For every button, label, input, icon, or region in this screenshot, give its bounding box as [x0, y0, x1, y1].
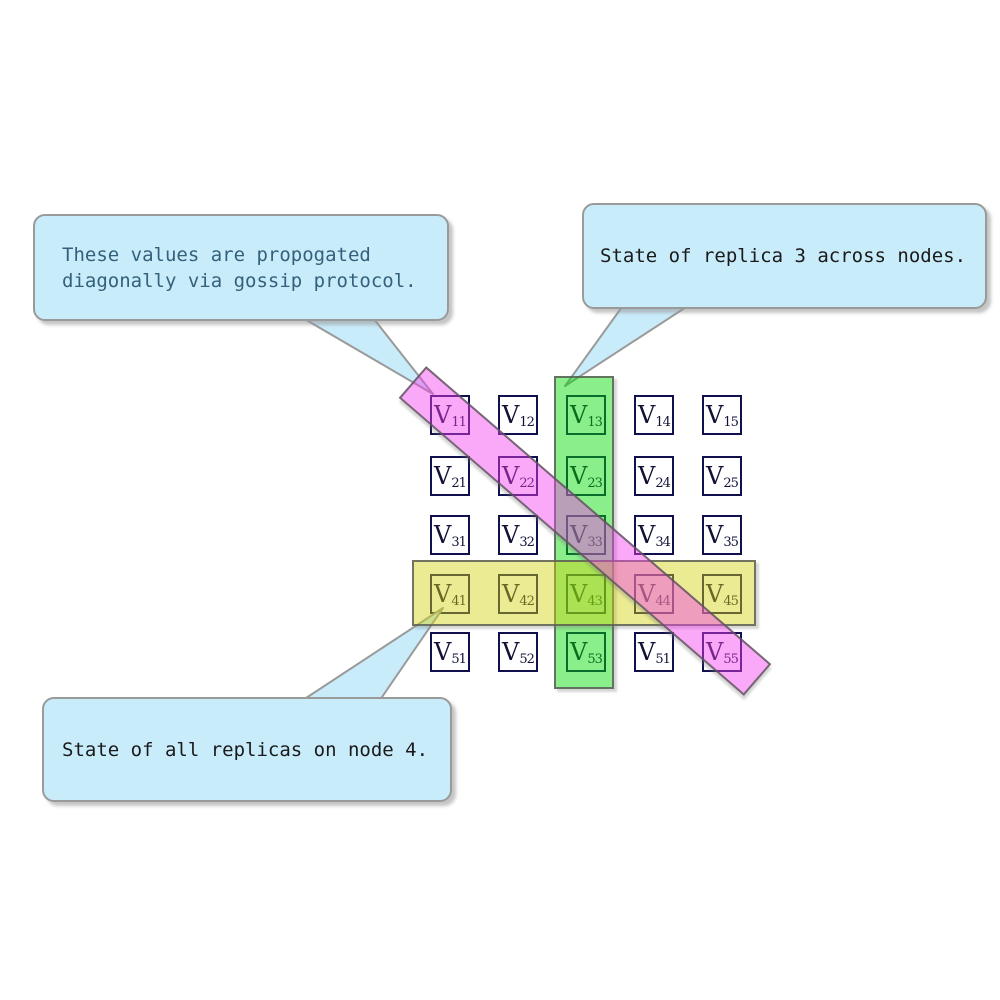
cell-subscript: 13: [587, 414, 603, 430]
cell-subscript: 41: [451, 593, 467, 609]
highlight-replica-3-column: [554, 376, 614, 689]
highlight-node-4-row: [412, 560, 756, 626]
cell-label: V: [638, 401, 656, 429]
cell-subscript: 34: [655, 534, 671, 550]
cell-subscript: 42: [519, 593, 535, 609]
cell-label: V: [706, 462, 724, 490]
callout-tail-replica: [564, 299, 698, 387]
callout-gossip-line1: These values are propogated: [62, 243, 371, 266]
cell-subscript: 53: [587, 651, 603, 667]
cell-subscript: 25: [723, 475, 739, 491]
cell-label: V: [638, 580, 656, 608]
cell-label: V: [570, 401, 588, 429]
cell-label: V: [434, 401, 452, 429]
cell-label: V: [570, 580, 588, 608]
callout-node-text: State of all replicas on node 4.: [62, 738, 429, 761]
cell-subscript: 15: [723, 414, 739, 430]
cell-subscript: 51: [451, 651, 467, 667]
cell-subscript: 45: [723, 593, 739, 609]
cell-subscript: 55: [723, 651, 739, 667]
cell-label: V: [434, 638, 452, 666]
cell-label: V: [706, 580, 724, 608]
cell-label: V: [434, 580, 452, 608]
cell-subscript: 35: [723, 534, 739, 550]
cell-label: V: [570, 638, 588, 666]
cell-subscript: 12: [519, 414, 535, 430]
cell-subscript: 32: [519, 534, 535, 550]
cell-label: V: [706, 638, 724, 666]
cell-label: V: [706, 401, 724, 429]
cell-subscript: 11: [451, 414, 467, 430]
callout-gossip: These values are propogated diagonally v…: [33, 214, 449, 321]
callout-node-4: State of all replicas on node 4.: [42, 697, 452, 802]
cell-subscript: 21: [451, 475, 467, 491]
cell-label: V: [502, 638, 520, 666]
cell-label: V: [638, 521, 656, 549]
cell-label: V: [638, 462, 656, 490]
cell-subscript: 24: [655, 475, 671, 491]
cell-label: V: [502, 401, 520, 429]
cell-subscript: 22: [519, 475, 535, 491]
cell-label: V: [706, 521, 724, 549]
cell-subscript: 31: [451, 534, 467, 550]
cell-subscript: 23: [587, 475, 603, 491]
cell-label: V: [434, 521, 452, 549]
cell-label: V: [434, 462, 452, 490]
cell-label: V: [570, 521, 588, 549]
cell-label: V: [638, 638, 656, 666]
cell-subscript: 52: [519, 651, 535, 667]
cell-label: V: [502, 580, 520, 608]
cell-subscript: 33: [587, 534, 603, 550]
callout-replica-3: State of replica 3 across nodes.: [582, 203, 987, 309]
cell-label: V: [570, 462, 588, 490]
cell-label: V: [502, 521, 520, 549]
cell-label: V: [502, 462, 520, 490]
callout-gossip-line2: diagonally via gossip protocol.: [62, 269, 417, 292]
cell-subscript: 43: [587, 593, 603, 609]
cell-subscript: 51: [655, 651, 671, 667]
callout-replica-text: State of replica 3 across nodes.: [600, 245, 967, 267]
cell-subscript: 14: [655, 414, 671, 430]
cell-subscript: 44: [655, 593, 671, 609]
